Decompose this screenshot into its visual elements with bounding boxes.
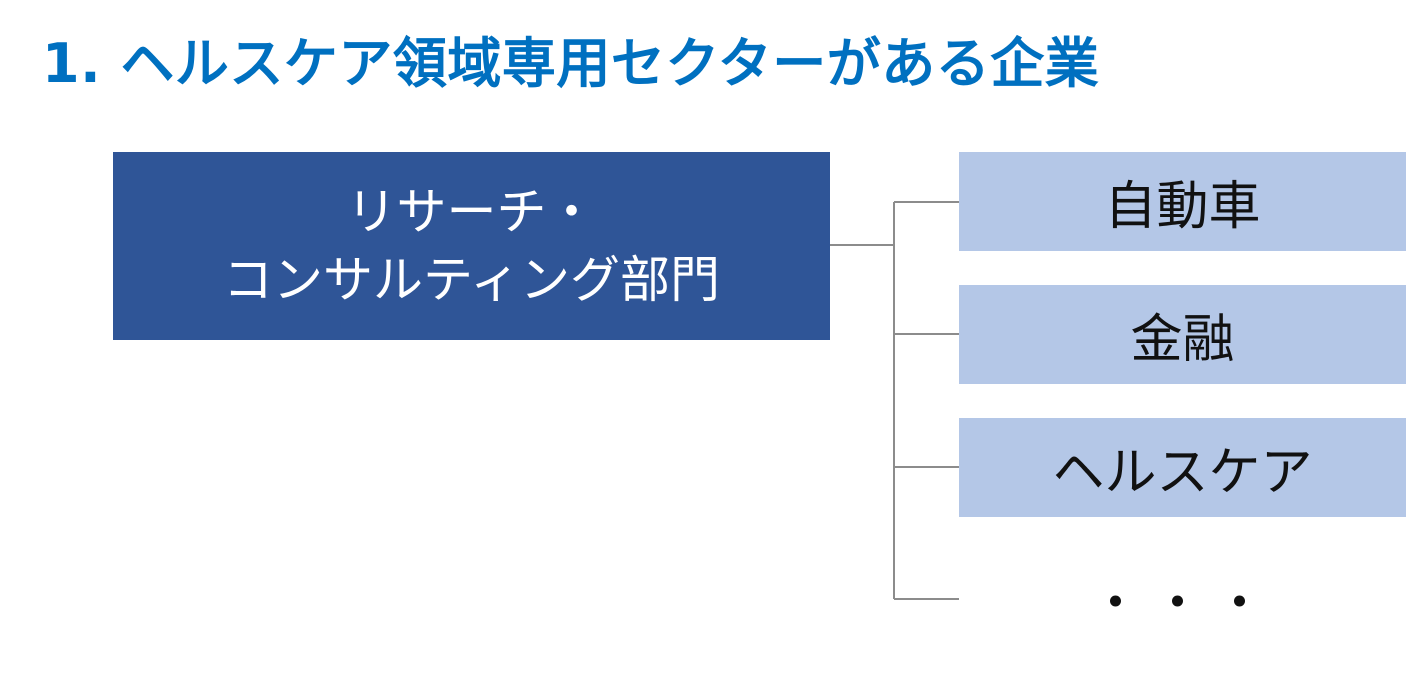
child-node-automotive: 自動車 <box>959 152 1406 251</box>
child-node-healthcare: ヘルスケア <box>959 418 1406 517</box>
root-node-line-1: リサーチ・ <box>346 183 597 241</box>
child-node-label: 金融 <box>1130 310 1235 370</box>
child-node-label: 自動車 <box>1104 177 1261 237</box>
child-node-label: ヘルスケア <box>1052 443 1313 503</box>
page-title: 1. ヘルスケア領域専用セクターがある企業 <box>42 32 1100 95</box>
more-items-ellipsis: ・・・ <box>1089 573 1276 634</box>
root-node-line-2: コンサルティング部門 <box>223 251 720 309</box>
root-node: リサーチ・ コンサルティング部門 <box>113 152 830 340</box>
child-node-finance: 金融 <box>959 285 1406 384</box>
